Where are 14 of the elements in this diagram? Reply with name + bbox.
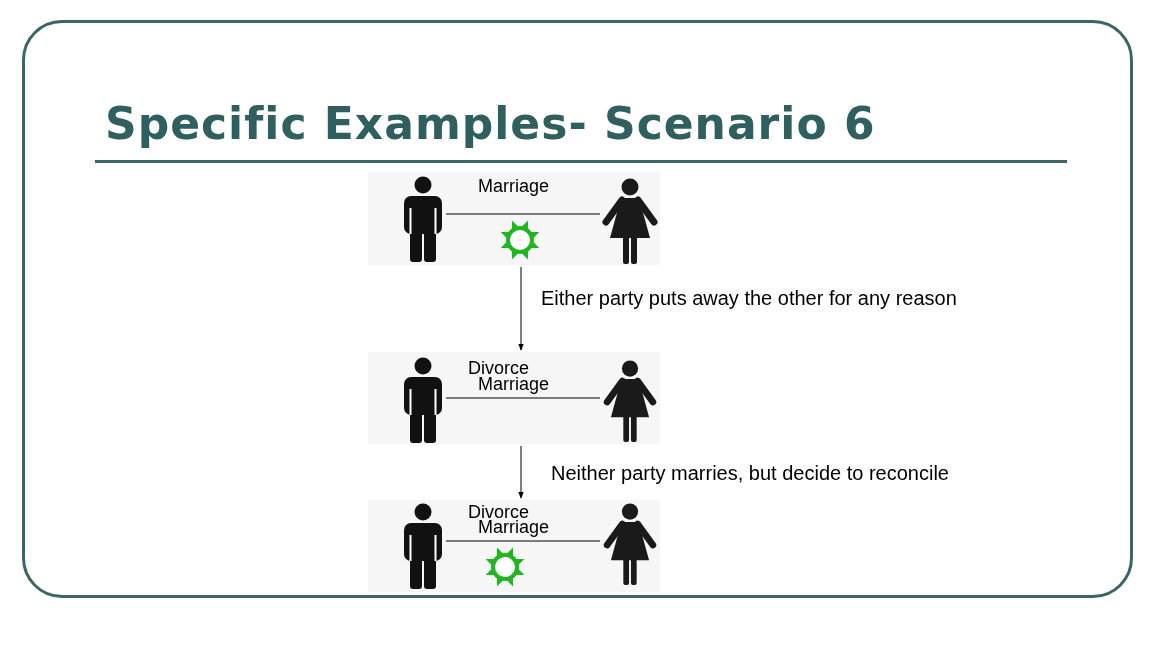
image-panel bbox=[368, 500, 660, 592]
image-panel bbox=[368, 352, 660, 444]
edge-label: Neither party marries, but decide to reconcile bbox=[551, 461, 949, 485]
edge-label: Marriage bbox=[478, 517, 550, 537]
connecting-line bbox=[445, 397, 601, 399]
connecting-line bbox=[445, 540, 601, 542]
woman-figure bbox=[600, 178, 660, 264]
slide-title: Specific Examples- Scenario 6 bbox=[105, 98, 876, 150]
image-panel bbox=[368, 172, 660, 265]
edge-label: Marriage bbox=[478, 176, 550, 196]
connecting-line bbox=[445, 213, 601, 215]
edge-label: Either party puts away the other for any reason bbox=[541, 286, 957, 310]
arrow bbox=[518, 266, 524, 351]
arrow bbox=[518, 445, 524, 499]
